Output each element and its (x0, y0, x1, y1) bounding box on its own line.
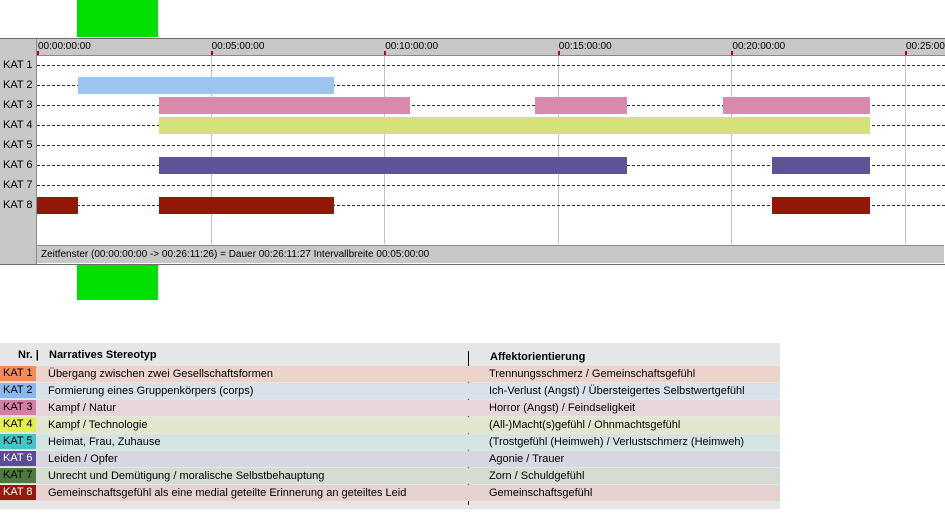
row-guide-line (37, 105, 945, 106)
legend-stereotyp: Heimat, Frau, Zuhause (48, 436, 161, 448)
grid-line (384, 56, 386, 244)
timeline-segment[interactable] (722, 97, 871, 114)
legend-category-badge: KAT 6 (0, 451, 36, 466)
playhead-marker-bottom[interactable] (77, 264, 158, 300)
ruler-tick-mark (905, 51, 907, 55)
timeline-segment[interactable] (534, 97, 628, 114)
legend-affekt: Agonie / Trauer (489, 453, 565, 465)
grid-line (210, 56, 212, 244)
row-label: KAT 5 (3, 139, 33, 151)
timeline-panel: KAT 1 KAT 2 KAT 3 KAT 4 KAT 5 KAT 6 KAT 7 KAT 8… (0, 38, 945, 265)
ruler-tick-label: 00:25:00 (906, 41, 945, 52)
timeline-segment[interactable] (771, 197, 871, 214)
row-header-column: KAT 1 KAT 2 KAT 3 KAT 4 KAT 5 KAT 6 KAT 7 KAT 8 (0, 39, 37, 264)
timeline-segment[interactable] (158, 197, 334, 214)
row-guide-line (37, 145, 945, 146)
ruler-tick-label: 00:10:00:00 (385, 41, 439, 52)
ruler-tick-mark (210, 51, 213, 55)
timeline-plot[interactable] (37, 56, 945, 244)
ruler-tick-label: 00:20:00:00 (732, 41, 786, 52)
legend-affekt: Gemeinschaftsgefühl (489, 487, 593, 499)
legend-header-affekt: Affektorientierung (490, 351, 586, 363)
ruler-tick-mark (37, 51, 39, 55)
ruler-tick-label: 00:15:00:00 (558, 41, 612, 52)
legend-stereotyp: Leiden / Opfer (48, 453, 118, 465)
legend-row: KAT 2 Formierung eines Gruppenkörpers (co… (0, 383, 780, 399)
legend-stereotyp: Kampf / Technologie (48, 419, 148, 431)
legend-category-badge: KAT 5 (0, 434, 36, 449)
timeline-segment[interactable] (158, 97, 411, 114)
legend-table: Nr. | Narratives Stereotyp Affektorienti… (0, 343, 780, 509)
row-guide-line (37, 205, 945, 206)
legend-category-badge: KAT 4 (0, 417, 36, 432)
grid-line (731, 56, 733, 244)
legend-stereotyp: Übergang zwischen zwei Gesellschaftsform… (48, 368, 273, 380)
ruler-tick-label: 00:05:00:00 (211, 41, 265, 52)
legend-row: KAT 5 Heimat, Frau, Zuhause (Trostgefühl (… (0, 434, 780, 450)
timeline-segment[interactable] (158, 157, 628, 174)
legend-row: KAT 4 Kampf / Technologie (All-)Macht(s)ge… (0, 417, 780, 433)
ruler-tick-mark (557, 51, 560, 55)
legend-affekt: (All-)Macht(s)gefühl / Ohnmachtsgefühl (489, 419, 681, 431)
legend-affekt: Horror (Angst) / Feindseligkeit (489, 402, 636, 414)
row-label: KAT 3 (3, 99, 33, 111)
timeline-segment[interactable] (37, 197, 78, 214)
legend-stereotyp: Kampf / Natur (48, 402, 116, 414)
row-label: KAT 1 (3, 59, 33, 71)
legend-header-stereotyp: Narratives Stereotyp (49, 349, 157, 361)
row-label: KAT 6 (3, 159, 33, 171)
legend-affekt: (Trostgefühl (Heimweh) / Verlustschmerz … (489, 436, 745, 448)
legend-row: KAT 7 Unrecht und Demütigung / moralische… (0, 468, 780, 484)
legend-row: KAT 6 Leiden / Opfer Agonie / Trauer (0, 451, 780, 467)
legend-row: KAT 1 Übergang zwischen zwei Gesellschaft… (0, 366, 780, 382)
legend-category-badge: KAT 3 (0, 400, 36, 415)
row-label: KAT 4 (3, 119, 33, 131)
legend-stereotyp: Gemeinschaftsgefühl als eine medial gete… (48, 487, 407, 499)
legend-affekt: Zorn / Schuldgefühl (489, 470, 585, 482)
legend-header-nr: Nr. | (18, 349, 39, 361)
ruler-tick-mark (384, 51, 387, 55)
row-guide-line (37, 65, 945, 66)
legend-row: KAT 3 Kampf / Natur Horror (Angst) / Feind… (0, 400, 780, 416)
timeline-status-bar: Zeitfenster (00:00:00:00 -> 00:26:11:26)… (37, 245, 944, 263)
legend-affekt: Ich-Verlust (Angst) / Übersteigertes Sel… (489, 385, 745, 397)
legend-row: KAT 8 Gemeinschaftsgefühl als eine medial… (0, 485, 780, 501)
grid-line (557, 56, 559, 244)
time-ruler[interactable]: 00:00:00:00 00:05:00:00 00:10:00:00 00:15:0… (37, 39, 945, 56)
legend-stereotyp: Formierung eines Gruppenkörpers (corps) (48, 385, 254, 397)
ruler-tick-mark (731, 51, 734, 55)
row-label: KAT 8 (3, 199, 33, 211)
row-label: KAT 7 (3, 179, 33, 191)
timeline-segment[interactable] (771, 157, 871, 174)
timeline-segment[interactable] (77, 77, 334, 94)
grid-line (905, 56, 906, 244)
playhead-marker-top[interactable] (77, 0, 158, 37)
legend-category-badge: KAT 8 (0, 485, 36, 500)
ruler-tick-label: 00:00:00:00 (38, 41, 91, 52)
legend-category-badge: KAT 1 (0, 366, 36, 381)
legend-category-badge: KAT 2 (0, 383, 36, 398)
legend-category-badge: KAT 7 (0, 468, 36, 483)
legend-affekt: Trennungsschmerz / Gemeinschaftsgefühl (489, 368, 696, 380)
legend-stereotyp: Unrecht und Demütigung / moralische Selb… (48, 470, 325, 482)
row-label: KAT 2 (3, 79, 33, 91)
row-guide-line (37, 185, 945, 186)
timeline-segment[interactable] (158, 117, 871, 134)
row-guide-line (37, 85, 945, 86)
